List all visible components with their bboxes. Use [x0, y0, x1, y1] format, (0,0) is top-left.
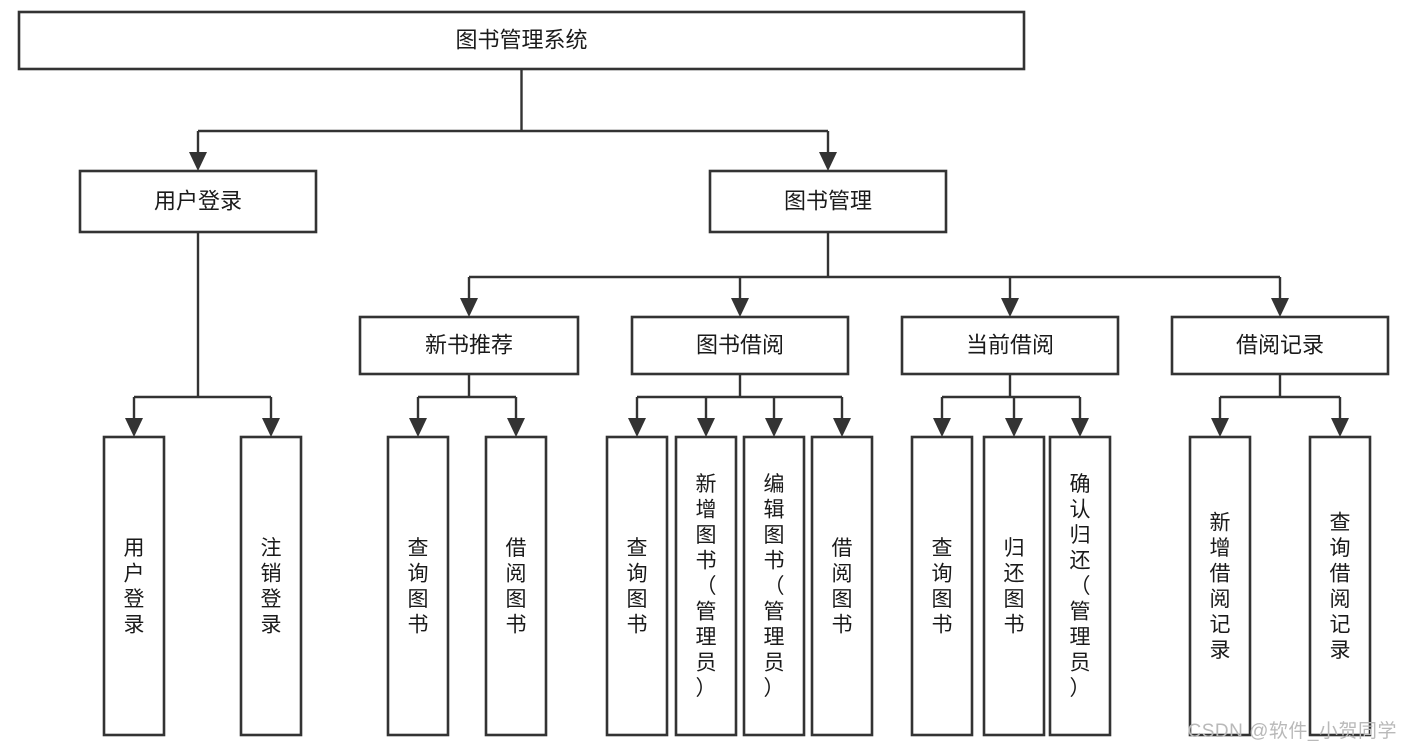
node-leaf-confirm-return[interactable]: 确认归还（管理员） — [1048, 435, 1112, 737]
node-label: 图书管理系统 — [455, 27, 587, 52]
node-label: 归还图书 — [1004, 537, 1025, 637]
edge-group-root — [189, 69, 837, 171]
arrow-head-icon — [765, 418, 783, 437]
arrow-head-icon — [819, 152, 837, 171]
node-box — [982, 435, 1046, 737]
arrow-head-icon — [1211, 418, 1229, 437]
node-leaf-return-book[interactable]: 归还图书 — [982, 435, 1046, 737]
edge-group-new-book-recommend — [409, 374, 525, 437]
node-layer: 图书管理系统用户登录图书管理新书推荐图书借阅当前借阅借阅记录用户登录注销登录查询… — [17, 10, 1390, 737]
node-leaf-user-login[interactable]: 用户登录 — [102, 435, 166, 737]
arrow-head-icon — [125, 418, 143, 437]
node-leaf-query-borrow-rec[interactable]: 查询借阅记录 — [1308, 435, 1372, 737]
node-label: 查询借阅记录 — [1330, 511, 1351, 662]
node-label: 查询图书 — [932, 537, 953, 637]
node-box — [910, 435, 974, 737]
arrow-head-icon — [1005, 418, 1023, 437]
node-label: 注销登录 — [261, 537, 282, 637]
node-box — [1048, 435, 1112, 737]
node-label: 新增借阅记录 — [1210, 511, 1231, 662]
edge-group-book-manage — [460, 232, 1289, 317]
edge-group-book-borrow — [628, 374, 851, 437]
node-box — [1308, 435, 1372, 737]
node-box — [708, 169, 948, 234]
arrow-head-icon — [1071, 418, 1089, 437]
node-borrow-record[interactable]: 借阅记录 — [1170, 315, 1390, 376]
node-box — [239, 435, 303, 737]
node-leaf-add-book-admin[interactable]: 新增图书（管理员） — [674, 435, 738, 737]
node-box — [78, 169, 318, 234]
node-box — [17, 10, 1026, 71]
node-box — [1188, 435, 1252, 737]
node-current-borrow[interactable]: 当前借阅 — [900, 315, 1120, 376]
arrow-head-icon — [933, 418, 951, 437]
node-box — [358, 315, 580, 376]
node-new-book-recommend[interactable]: 新书推荐 — [358, 315, 580, 376]
node-box — [742, 435, 806, 737]
arrow-head-icon — [833, 418, 851, 437]
node-box — [900, 315, 1120, 376]
node-label: 用户登录 — [154, 188, 242, 213]
node-label: 图书借阅 — [696, 332, 784, 357]
arrow-head-icon — [262, 418, 280, 437]
arrow-head-icon — [189, 152, 207, 171]
node-box — [102, 435, 166, 737]
node-label: 借阅记录 — [1236, 332, 1324, 357]
connector-layer — [125, 69, 1349, 437]
arrow-head-icon — [507, 418, 525, 437]
node-label: 用户登录 — [124, 537, 145, 637]
node-label: 借阅图书 — [506, 537, 527, 637]
node-label: 图书管理 — [784, 188, 872, 213]
node-label: 新增图书（管理员） — [696, 473, 717, 700]
node-label: 查询图书 — [627, 537, 648, 637]
node-box — [630, 315, 850, 376]
node-label: 新书推荐 — [425, 332, 513, 357]
node-box — [484, 435, 548, 737]
node-box — [1170, 315, 1390, 376]
node-leaf-query-book-cur[interactable]: 查询图书 — [910, 435, 974, 737]
node-label: 确认归还（管理员） — [1070, 473, 1091, 700]
arrow-head-icon — [1331, 418, 1349, 437]
arrow-head-icon — [460, 298, 478, 317]
node-leaf-borrow-book-rec[interactable]: 借阅图书 — [484, 435, 548, 737]
node-leaf-logout[interactable]: 注销登录 — [239, 435, 303, 737]
node-leaf-query-book-rec[interactable]: 查询图书 — [386, 435, 450, 737]
node-box — [386, 435, 450, 737]
node-user-login[interactable]: 用户登录 — [78, 169, 318, 234]
node-root[interactable]: 图书管理系统 — [17, 10, 1026, 71]
arrow-head-icon — [1001, 298, 1019, 317]
edge-group-current-borrow — [933, 374, 1089, 437]
arrow-head-icon — [697, 418, 715, 437]
node-label: 查询图书 — [408, 537, 429, 637]
node-leaf-query-book-brw[interactable]: 查询图书 — [605, 435, 669, 737]
node-box — [674, 435, 738, 737]
arrow-head-icon — [409, 418, 427, 437]
node-book-borrow[interactable]: 图书借阅 — [630, 315, 850, 376]
arrow-head-icon — [1271, 298, 1289, 317]
node-label: 当前借阅 — [966, 332, 1054, 357]
node-box — [605, 435, 669, 737]
node-label: 借阅图书 — [832, 537, 853, 637]
node-label: 编辑图书（管理员） — [764, 473, 785, 700]
edge-group-user-login — [125, 232, 280, 437]
node-leaf-add-borrow-rec[interactable]: 新增借阅记录 — [1188, 435, 1252, 737]
edge-group-borrow-record — [1211, 374, 1349, 437]
arrow-head-icon — [628, 418, 646, 437]
node-book-manage[interactable]: 图书管理 — [708, 169, 948, 234]
node-box — [810, 435, 874, 737]
csdn-watermark: CSDN @软件_小贺同学 — [1187, 721, 1397, 742]
node-leaf-edit-book-admin[interactable]: 编辑图书（管理员） — [742, 435, 806, 737]
arrow-head-icon — [731, 298, 749, 317]
node-leaf-borrow-book-brw[interactable]: 借阅图书 — [810, 435, 874, 737]
